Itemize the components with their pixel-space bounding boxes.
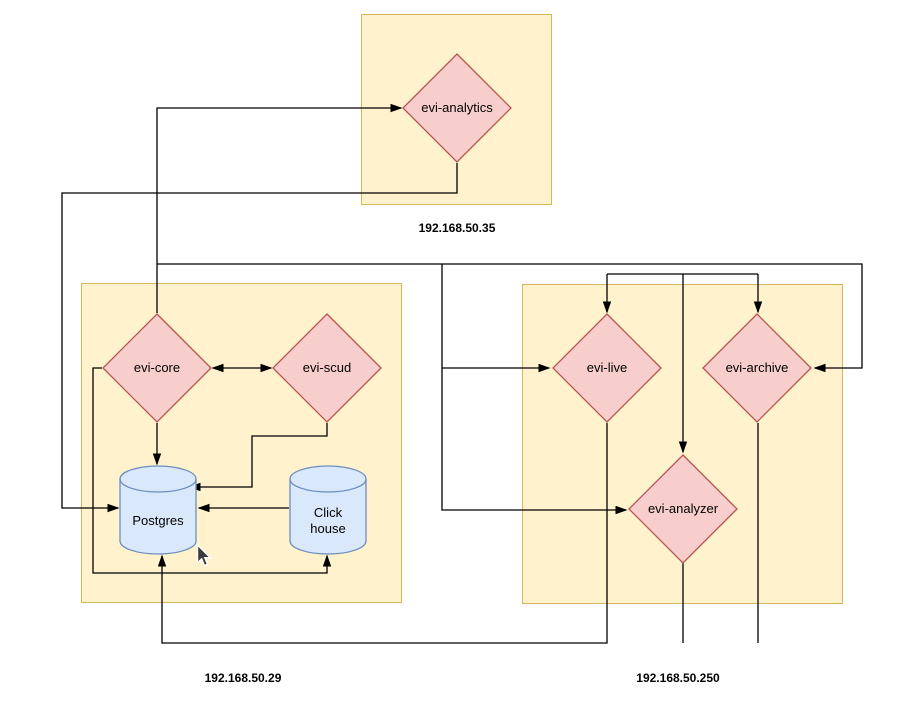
- datastore-label: Click house: [310, 505, 346, 536]
- node-label: evi-live: [586, 360, 628, 376]
- edge-evi-live-to-postgres[interactable]: [162, 423, 608, 644]
- edge-evi-core-to-evi-analytics[interactable]: [156, 108, 401, 313]
- diamond-shape: [702, 313, 812, 423]
- diamond-shape: [552, 313, 662, 423]
- cylinder-shape: [119, 465, 197, 555]
- cylinder-shape: [289, 465, 367, 555]
- node-evi-core[interactable]: evi-core: [102, 313, 212, 423]
- datastore-postgres[interactable]: Postgres: [119, 465, 197, 555]
- node-evi-live[interactable]: evi-live: [552, 313, 662, 423]
- ip-label-analytics-host: 192.168.50.35: [418, 221, 496, 235]
- edge-evi-scud-to-postgres[interactable]: [190, 423, 328, 487]
- node-label: evi-analyzer: [647, 501, 719, 517]
- datastore-label: Postgres: [132, 513, 184, 529]
- diamond-shape: [628, 454, 738, 564]
- edge-evi-core-to-clickhouse[interactable]: [92, 367, 327, 574]
- node-evi-analytics[interactable]: evi-analytics: [402, 53, 512, 163]
- diamond-shape: [102, 313, 212, 423]
- diamond-shape: [402, 53, 512, 163]
- datastore-clickhouse[interactable]: Click house: [289, 465, 367, 555]
- edge-branch-to-evi-analyzer[interactable]: [441, 368, 626, 510]
- node-label: evi-scud: [302, 360, 352, 376]
- node-evi-scud[interactable]: evi-scud: [272, 313, 382, 423]
- node-label: evi-analytics: [421, 100, 493, 116]
- mouse-cursor-icon: [196, 544, 213, 567]
- node-evi-analyzer[interactable]: evi-analyzer: [628, 454, 738, 564]
- edge-evi-analytics-to-postgres[interactable]: [61, 163, 458, 508]
- ip-label-core-host: 192.168.50.29: [204, 671, 282, 685]
- node-label: evi-archive: [725, 360, 789, 376]
- node-label: evi-core: [133, 360, 181, 376]
- edge-branch-to-evi-live[interactable]: [441, 264, 549, 368]
- ip-label-live-host: 192.168.50.250: [636, 671, 720, 685]
- node-evi-archive[interactable]: evi-archive: [702, 313, 812, 423]
- diamond-shape: [272, 313, 382, 423]
- edge-trunk-to-evi-archive[interactable]: [157, 263, 863, 368]
